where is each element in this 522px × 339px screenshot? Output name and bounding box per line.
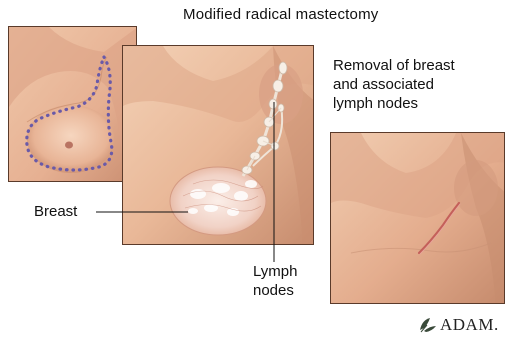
adam-leaf-icon [418,316,438,334]
lymph-label-line-2: nodes [253,281,297,300]
adam-logo-text: ADAM. [440,315,499,335]
breast-label: Breast [34,203,77,220]
lymph-nodes-label: Lymph nodes [253,262,297,300]
adam-logo: ADAM. [418,315,499,335]
lymph-label-line-1: Lymph [253,262,297,281]
